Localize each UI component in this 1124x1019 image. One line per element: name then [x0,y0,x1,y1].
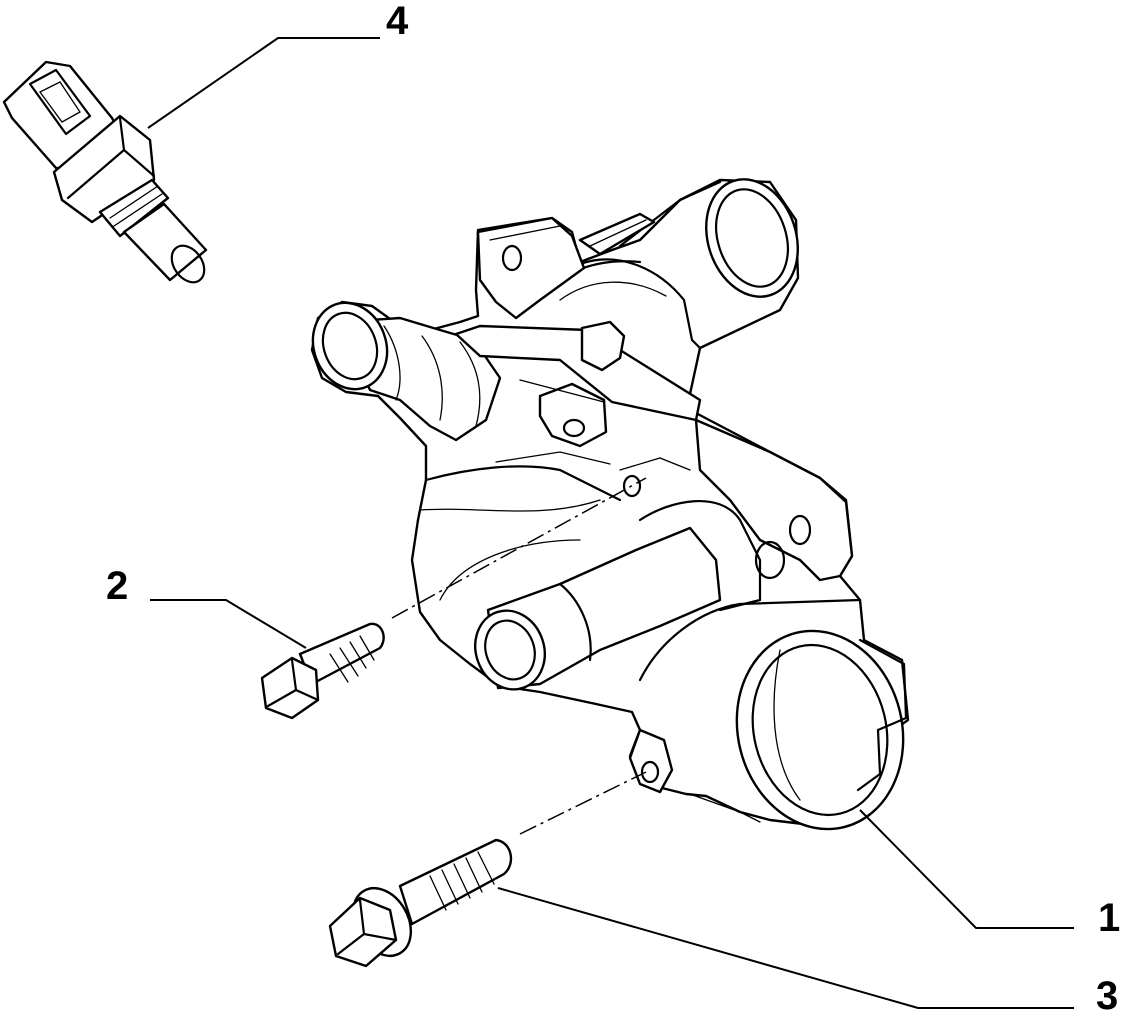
leader-line-1 [859,809,1074,929]
flange-bolt-axis-line [519,771,647,835]
leader-line-2 [150,599,307,649]
callout-number-4: 4 [386,0,409,43]
leader-line-3 [497,887,1074,1009]
thermostat-housing-icon [310,178,910,831]
flange-bolt-icon [328,838,513,968]
leader-line-4 [147,37,380,129]
bolt-icon [260,622,385,720]
bolt-axis-line [391,477,647,619]
temperature-sensor-icon [2,60,208,284]
callout-number-3: 3 [1096,974,1119,1018]
callout-number-1: 1 [1098,896,1121,940]
callout-number-2: 2 [106,564,129,608]
